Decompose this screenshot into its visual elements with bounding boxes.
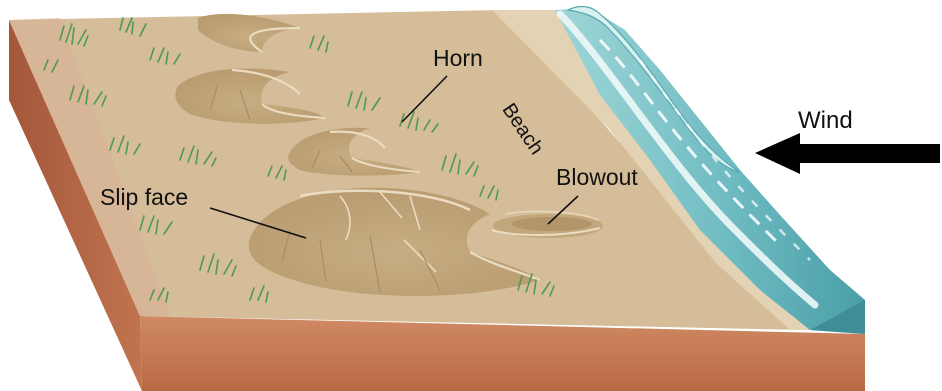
label-horn: Horn xyxy=(433,47,483,70)
label-slip-face: Slip face xyxy=(100,186,188,209)
arrow-left-icon xyxy=(755,133,940,174)
label-wind: Wind xyxy=(798,109,853,133)
label-blowout: Blowout xyxy=(556,166,638,189)
